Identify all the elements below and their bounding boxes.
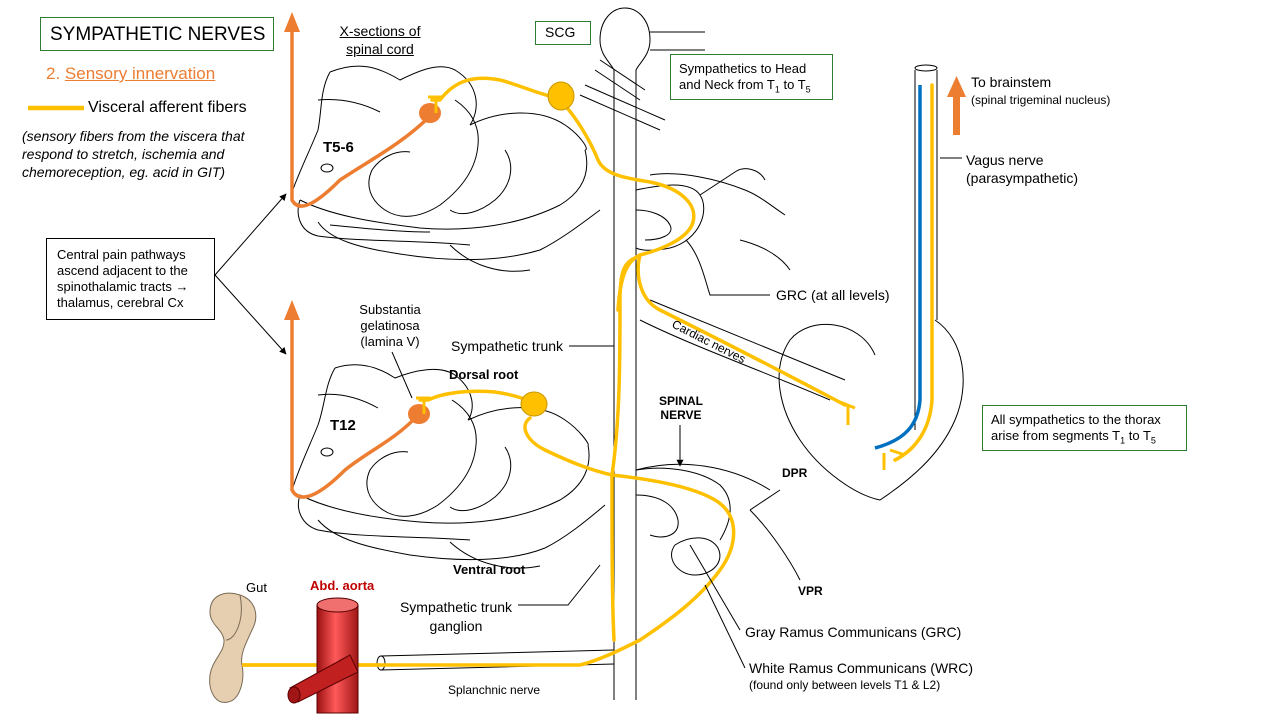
head-neck-prefix: and Neck from T [679,77,775,92]
vpr-label: VPR [798,584,823,598]
dpr-label: DPR [782,466,808,480]
ventral-root-label: Ventral root [453,562,526,577]
substantia-label: Substantia gelatinosa (lamina V) [350,302,430,350]
thorax-line: arise from segments T1 to T5 [991,428,1161,449]
subtitle-prefix: 2. [46,64,61,83]
legend-description: (sensory fibers from the viscera that re… [22,127,245,181]
upper-cord-section [291,65,601,272]
scg-label: SCG [545,24,576,40]
grc-levels-label: GRC (at all levels) [776,287,890,303]
trunk-ganglion-line: ganglion [429,618,483,634]
visceral-afferent-fibers [238,76,934,667]
legend-swatch [28,105,84,111]
cord-header-line: spinal cord [346,41,414,57]
central-box-text: Central pain pathways ascend adjacent to… [57,247,189,311]
central-box-line: ascend adjacent to the [57,263,188,278]
thorax-mid: to T [1125,428,1151,443]
trunk-ganglion-label: Sympathetic trunk ganglion [395,598,517,636]
head-neck-box: Sympathetics to Head and Neck from T1 to… [670,54,833,100]
vagus-label: Vagus nerve (parasympathetic) [966,151,1078,187]
central-pathways-box: Central pain pathways ascend adjacent to… [46,238,215,320]
spinal-nerve-line: NERVE [660,408,702,422]
dorsal-root-label: Dorsal root [449,367,519,382]
page-title: SYMPATHETIC NERVES [50,24,266,45]
head-neck-text: Sympathetics to Head and Neck from T1 to… [679,61,811,98]
thorax-sub: 5 [1150,435,1156,446]
central-box-line: spinothalamic tracts → [57,279,189,294]
to-brainstem-label: To brainstem [971,74,1052,90]
brainstem-arrow-shaft [953,95,960,135]
trunk-ganglion-line: Sympathetic trunk [399,599,513,615]
vagus-blue-line [874,85,922,450]
legend-desc-line: (sensory fibers from the viscera that [22,128,245,144]
level-lower: T12 [330,417,356,434]
title-box: SYMPATHETIC NERVES [40,17,274,51]
level-upper: T5-6 [323,139,354,156]
scg-box: SCG [535,21,591,45]
cord-header-line: X-sections of [339,23,421,39]
subtitle-text: Sensory innervation [64,64,216,83]
vagus-line: Vagus nerve [966,152,1044,168]
cord-header: X-sections of spinal cord [330,22,430,58]
upper-ascend-arrow [284,12,300,32]
substantia-line: (lamina V) [360,334,420,349]
lower-synapse [408,404,430,424]
spinal-nerve-label: SPINAL NERVE [650,394,712,422]
wrc-full-label: White Ramus Communicans (WRC) [749,660,974,676]
splanchnic-label: Splanchnic nerve [448,683,541,697]
legend-desc-line: respond to stretch, ischemia and [22,146,225,162]
legend-label: Visceral afferent fibers [88,99,247,116]
lower-ascend-arrow [284,300,300,320]
head-neck-line: Sympathetics to Head [679,61,807,76]
vagus-line: (parasympathetic) [966,170,1079,186]
head-neck-sub: 5 [805,84,811,95]
head-neck-mid: to T [779,77,806,92]
lower-drg [520,391,548,417]
thorax-sub: 1 [1120,435,1126,446]
substantia-line: Substantia [359,302,421,317]
gut-fold [225,594,242,641]
central-box-line: Central pain pathways [57,247,186,262]
head-neck-sub: 1 [774,84,780,95]
to-brainstem-note: (spinal trigeminal nucleus) [971,93,1111,107]
central-pathways [290,28,430,499]
gut-shape [209,592,257,703]
grc-full-label: Gray Ramus Communicans (GRC) [745,624,962,640]
subtitle: 2. Sensory innervation [46,64,215,84]
upper-drg [547,81,575,111]
leader-lines [214,157,962,669]
upper-synapse [419,103,441,123]
legend-desc-line: chemoreception, eg. acid in GIT) [22,164,226,180]
head-neck-line: and Neck from T1 to T5 [679,77,811,98]
wrc-note: (found only between levels T1 & L2) [749,678,941,692]
spinal-nerve-line: SPINAL [658,394,703,408]
gut-label: Gut [246,580,267,595]
lower-cord-section [291,364,606,569]
central-box-line: thalamus, cerebral Cx [57,295,184,310]
thorax-prefix: arise from segments T [991,428,1121,443]
sympathetic-trunk-label: Sympathetic trunk [451,338,564,354]
thorax-line: All sympathetics to the thorax [991,412,1161,427]
heart-outline [778,64,964,501]
thorax-text: All sympathetics to the thorax arise fro… [991,412,1161,449]
thorax-box: All sympathetics to the thorax arise fro… [982,405,1187,451]
abd-aorta-label: Abd. aorta [310,578,375,593]
substantia-line: gelatinosa [360,318,420,333]
brainstem-arrow-head [947,76,966,97]
abd-aorta-shape [287,597,359,714]
fiber-terminals [416,95,906,470]
